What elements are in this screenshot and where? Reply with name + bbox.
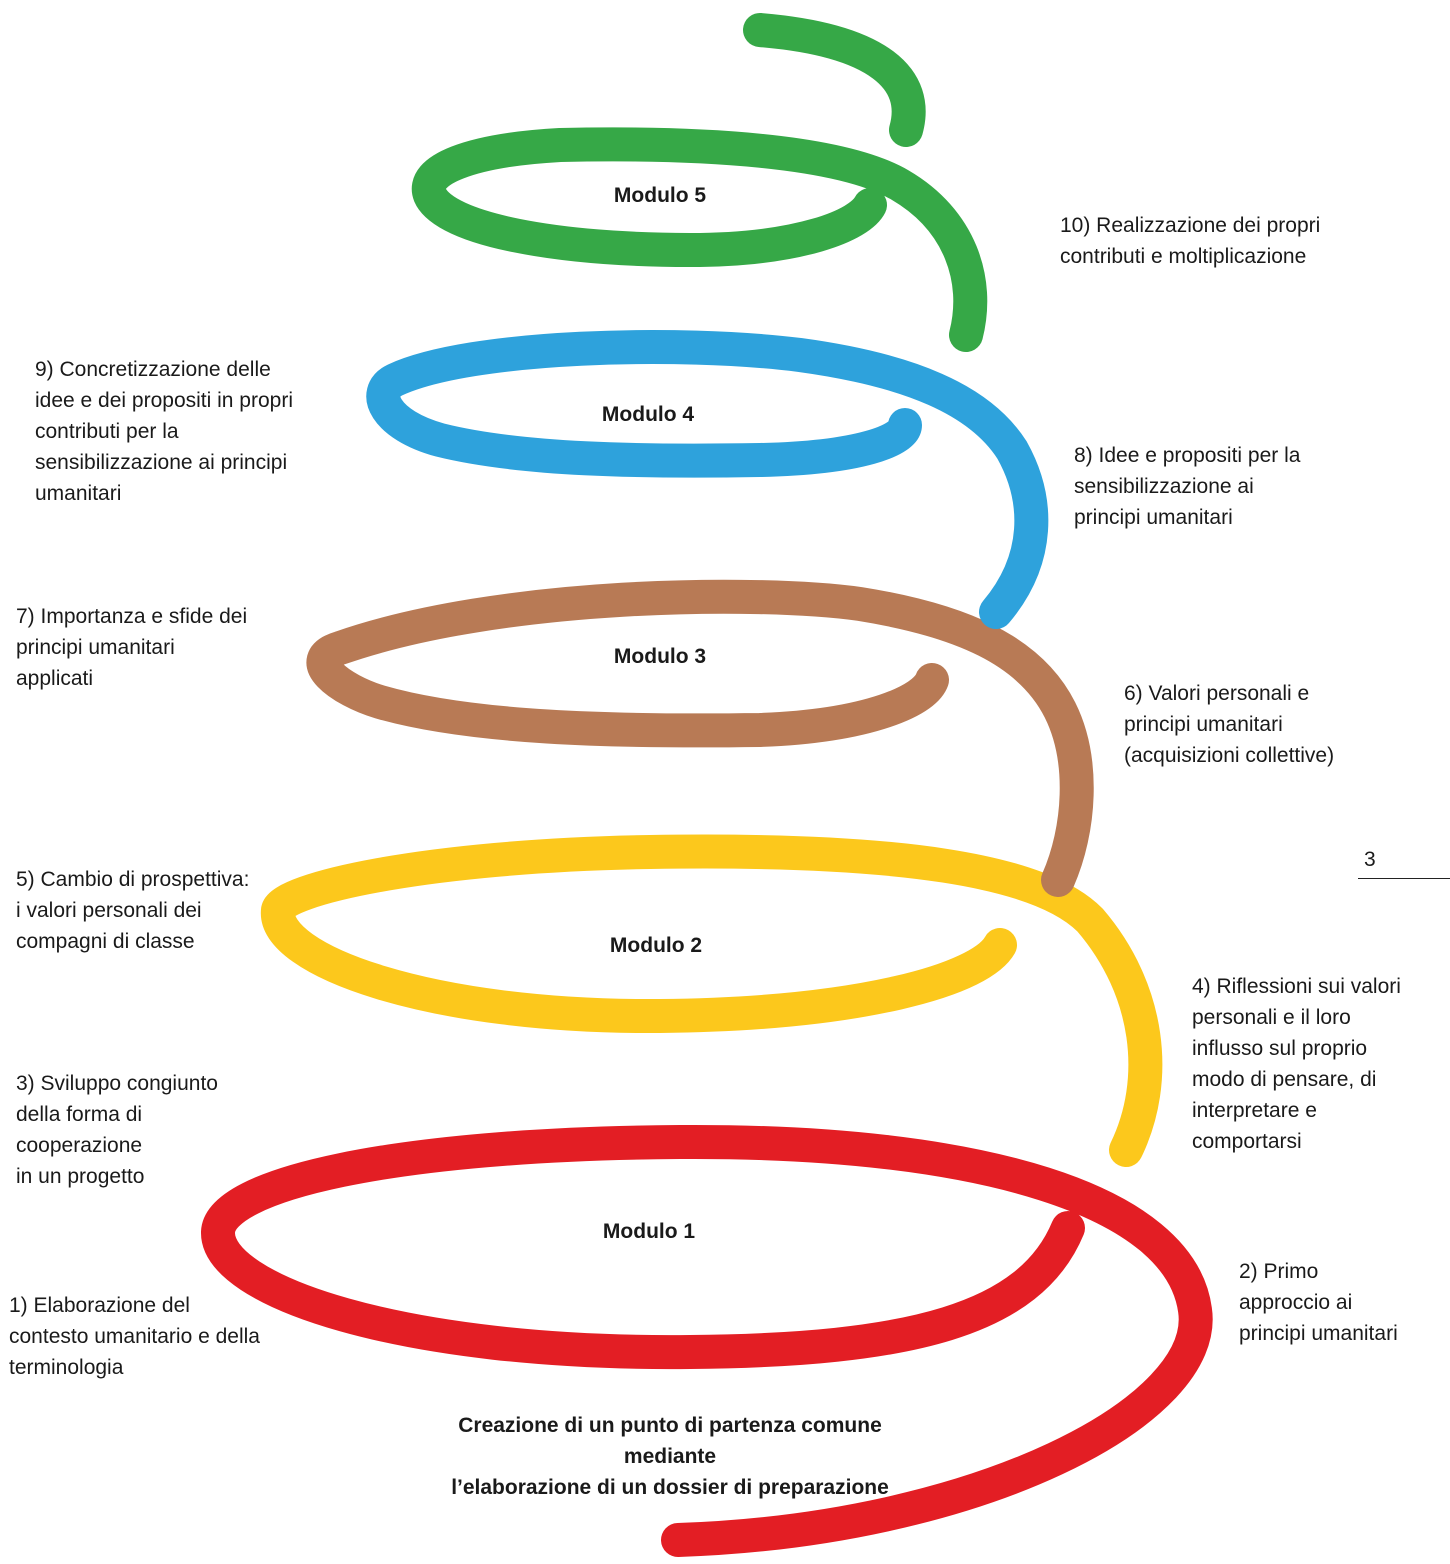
module-5-label: Modulo 5 <box>613 184 707 207</box>
step-7-label: 7) Importanza e sfide dei principi umani… <box>16 605 248 690</box>
step-8-label: 8) Idee e propositi per la sensibilizzaz… <box>1074 444 1301 529</box>
spiral-segment-modulo-5 <box>411 13 988 352</box>
step-10-label: 10) Realizzazione dei propri contributi … <box>1060 214 1321 268</box>
spiral-segment-modulo-3 <box>306 579 1094 897</box>
module-3-label: Modulo 3 <box>613 645 707 668</box>
footer-caption: Creazione di un punto di partenza comune… <box>451 1414 889 1499</box>
page-number-rule <box>1358 878 1450 879</box>
step-4-label: 4) Riflessioni sui valori personali e il… <box>1192 975 1401 1153</box>
step-5-label: 5) Cambio di prospettiva: i valori perso… <box>16 868 250 953</box>
step-6-label: 6) Valori personali e principi umanitari… <box>1124 682 1335 767</box>
step-1-label: 1) Elaborazione del contesto umanitario … <box>9 1294 260 1379</box>
step-2-label: 2) Primo approccio ai principi umanitari <box>1239 1260 1398 1345</box>
module-2-label: Modulo 2 <box>609 934 703 957</box>
step-9-label: 9) Concretizzazione delle idee e dei pro… <box>35 358 293 505</box>
spiral-segment-modulo-1 <box>201 1124 1213 1557</box>
spiral-segment-modulo-2 <box>260 834 1163 1167</box>
module-1-label: Modulo 1 <box>602 1220 696 1243</box>
page-number: 3 <box>1364 848 1376 871</box>
module-4-label: Modulo 4 <box>601 403 695 426</box>
step-3-label: 3) Sviluppo congiunto della forma di coo… <box>16 1072 218 1188</box>
spiral-segment-modulo-4 <box>366 330 1049 629</box>
